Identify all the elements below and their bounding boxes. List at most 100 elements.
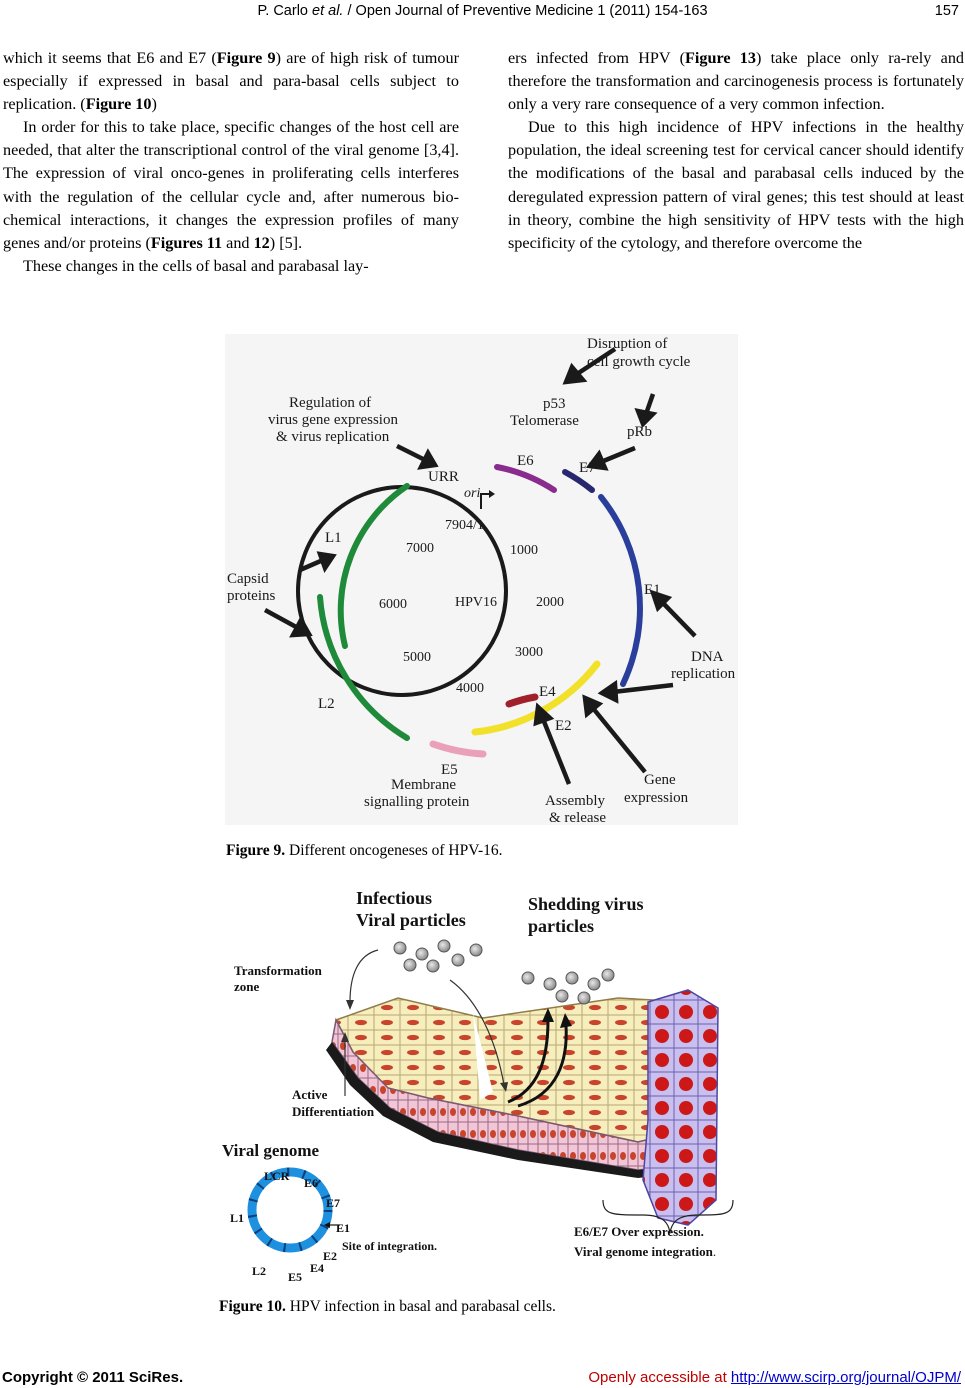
arrow-head bbox=[597, 679, 619, 704]
differentiation-label: Differentiation bbox=[292, 1104, 375, 1119]
virus-particle bbox=[393, 941, 407, 955]
position-4000: 4000 bbox=[456, 681, 484, 696]
hpv16-genome-diagram: ori 7904/1 7000 1000 HPV16 6000 2000 300… bbox=[227, 336, 736, 826]
journal-link[interactable]: http://www.scirp.org/journal/OJPM/ bbox=[730, 1369, 961, 1386]
infectious-virus-particles bbox=[393, 939, 483, 973]
virus-particle bbox=[437, 939, 451, 953]
annotation-arrows bbox=[263, 347, 697, 785]
l2-label: L2 bbox=[318, 696, 335, 712]
genome-e6-label: E6 bbox=[304, 1176, 318, 1190]
genome-l2-label: L2 bbox=[252, 1264, 266, 1278]
assembly-label-2: & release bbox=[549, 810, 606, 825]
e2-label: E2 bbox=[555, 718, 572, 734]
prb-label: pRb bbox=[627, 424, 652, 440]
virus-particle bbox=[469, 943, 483, 957]
assembly-label: Assembly bbox=[545, 793, 606, 809]
infection-arrow bbox=[449, 979, 505, 1086]
light-gap bbox=[473, 1013, 493, 1100]
arrow-head bbox=[316, 551, 337, 573]
figure-9-caption: Figure 9. Different oncogeneses of HPV-1… bbox=[226, 842, 503, 859]
arrow-head bbox=[289, 615, 313, 638]
membrane-label-2: signalling protein bbox=[364, 794, 470, 810]
e4-label: E4 bbox=[539, 684, 556, 700]
right-column: ers infected from HPV (Figure 13) take p… bbox=[508, 47, 964, 255]
arrow bbox=[299, 557, 324, 573]
arrow-head bbox=[585, 449, 609, 471]
e4-arc bbox=[505, 693, 539, 708]
virus-particle bbox=[403, 958, 417, 972]
telomerase-label: Telomerase bbox=[510, 413, 579, 429]
arrow bbox=[575, 347, 617, 376]
shedding-label: Shedding virus bbox=[528, 894, 644, 914]
regulation-label-2: virus gene expression bbox=[268, 412, 398, 428]
urr-label: URR bbox=[428, 469, 459, 485]
hpv16-label: HPV16 bbox=[455, 595, 497, 610]
regulation-label: Regulation of bbox=[289, 395, 371, 411]
arrow bbox=[263, 608, 300, 630]
paragraph: Due to this high incidence of HPV infect… bbox=[508, 118, 964, 252]
l2-arc bbox=[317, 594, 410, 741]
genome-e5-label: E5 bbox=[288, 1270, 302, 1284]
arrow-head bbox=[346, 1000, 354, 1010]
figure-ref[interactable]: Figure 13 bbox=[684, 49, 756, 67]
dna-label-2: replication bbox=[671, 666, 736, 682]
overexpression-label: E6/E7 Over expression. bbox=[574, 1224, 704, 1239]
genome-e7-label: E7 bbox=[326, 1196, 340, 1210]
virus-particle bbox=[577, 991, 591, 1005]
position-2000: 2000 bbox=[536, 595, 564, 610]
position-1000: 1000 bbox=[510, 543, 538, 558]
e6-arc bbox=[494, 464, 557, 493]
arrow bbox=[660, 600, 697, 638]
virus-particle bbox=[543, 977, 557, 991]
e6-label: E6 bbox=[517, 453, 534, 469]
ori-arrow-head bbox=[489, 490, 495, 498]
shedding-particles-label: particles bbox=[528, 916, 594, 936]
journal-citation: P. Carlo et al. / Open Journal of Preven… bbox=[257, 3, 708, 19]
shedding-arrow bbox=[517, 1024, 568, 1108]
regulation-label-3: & virus replication bbox=[276, 429, 390, 445]
virus-particle bbox=[521, 971, 535, 985]
figure-ref[interactable]: Figures 11 bbox=[150, 233, 223, 252]
disruption-label: Disruption of bbox=[587, 336, 667, 352]
ori-label: ori bbox=[464, 486, 480, 501]
position-7000: 7000 bbox=[406, 541, 434, 556]
position-5000: 5000 bbox=[403, 650, 431, 665]
arrow-head bbox=[562, 362, 588, 385]
figure-ref[interactable]: 12 bbox=[253, 233, 270, 252]
arrow bbox=[395, 443, 427, 463]
disruption-label-2: cell growth cycle bbox=[587, 354, 691, 370]
arrow-head bbox=[649, 589, 673, 613]
l1-label: L1 bbox=[325, 530, 342, 546]
e5-label: E5 bbox=[441, 762, 458, 778]
overexpression-brace bbox=[602, 1199, 734, 1235]
dna-label: DNA bbox=[691, 649, 724, 665]
e5-arc bbox=[429, 740, 487, 758]
arrow-head bbox=[341, 1032, 349, 1042]
transformed-cell-cluster bbox=[642, 989, 719, 1226]
figure-9-hpv16-genome: ori 7904/1 7000 1000 HPV16 6000 2000 300… bbox=[225, 334, 738, 826]
position-7904: 7904/1 bbox=[445, 518, 484, 533]
transformation-zone-label-2: zone bbox=[234, 979, 260, 994]
arrow bbox=[540, 718, 572, 785]
arrow-head bbox=[533, 702, 555, 727]
virus-particle bbox=[426, 959, 440, 973]
infectious-label: Infectious bbox=[356, 888, 432, 908]
arrow-head bbox=[500, 1082, 508, 1092]
figure-ref[interactable]: Figure 9 bbox=[216, 49, 276, 67]
l1-arc bbox=[337, 483, 410, 649]
hpv-infection-diagram: Infectious Viral particles Shedding viru… bbox=[222, 888, 734, 1284]
gene-label: Gene bbox=[644, 772, 676, 788]
capsid-label: Capsid bbox=[227, 571, 269, 587]
viral-particles-label: Viral particles bbox=[356, 910, 466, 930]
position-6000: 6000 bbox=[379, 597, 407, 612]
paragraph: These changes in the cells of basal and … bbox=[23, 256, 369, 275]
figure-ref[interactable]: Figure 10 bbox=[85, 95, 152, 114]
paragraph: In order for this to take place, specifi… bbox=[3, 118, 459, 252]
virus-particle bbox=[451, 953, 465, 967]
infection-arrow bbox=[349, 949, 379, 1003]
p53-label: p53 bbox=[543, 396, 566, 412]
virus-particle bbox=[555, 989, 569, 1003]
e7-label: E7 bbox=[579, 460, 596, 476]
arrow-head bbox=[582, 694, 604, 719]
genome-lcr-label: LCR bbox=[264, 1169, 290, 1183]
